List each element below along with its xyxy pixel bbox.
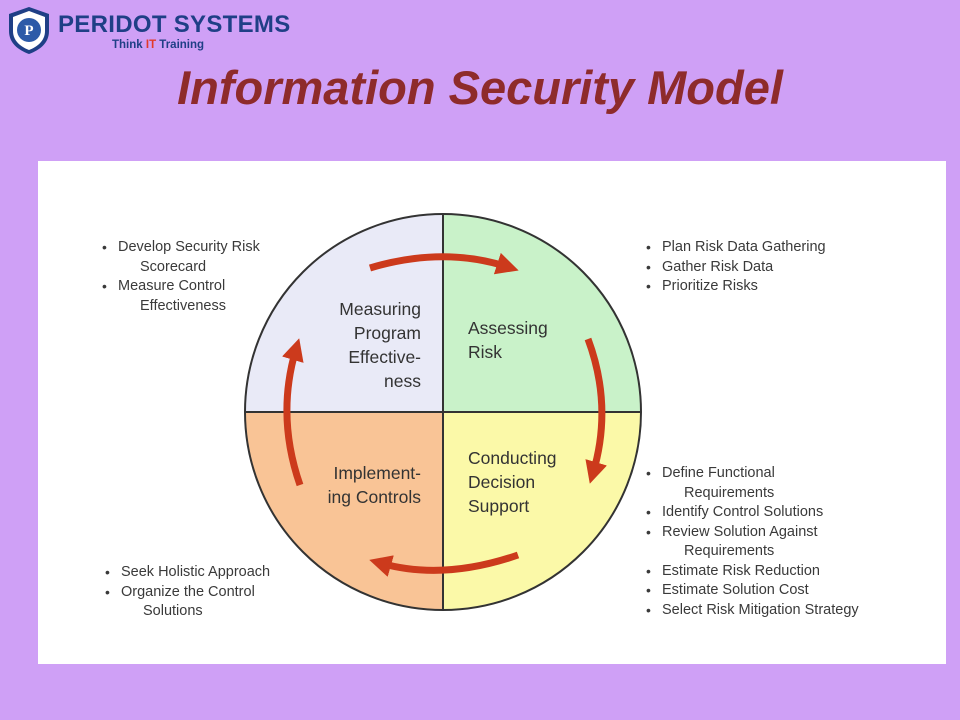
diagram-panel: Measuring Program Effective- ness Assess…: [38, 161, 946, 664]
list-item-text: Seek Holistic Approach: [121, 564, 271, 580]
list-item-text: Develop Security Risk: [118, 239, 260, 255]
list-item: Gather Risk Data: [646, 258, 886, 278]
list-item-text: Measure Control: [118, 278, 226, 294]
list-item-text-cont: Requirements: [684, 543, 775, 559]
brand-tagline: Think IT Training: [112, 39, 204, 51]
list-item-text: Identify Control Solutions: [662, 504, 824, 520]
list-item-text-cont: Requirements: [684, 484, 775, 501]
list-item-text: Estimate Solution Cost: [662, 582, 809, 598]
list-item-text: Select Risk Mitigation Strategy: [662, 601, 859, 618]
cycle-diagram: [244, 213, 642, 611]
list-item: Estimate Risk Reduction: [646, 562, 906, 582]
label-measuring: Measuring Program Effective- ness: [339, 299, 421, 391]
arrow-right: [584, 337, 607, 484]
list-item: Prioritize Risks: [646, 277, 886, 297]
tagline-prefix: Think: [112, 39, 146, 51]
arrow-top: [368, 252, 519, 275]
label-conducting: Conducting Decision Support: [468, 448, 557, 516]
label-implementing: Implement- ing Controls: [327, 463, 421, 507]
list-bottom-left: Seek Holistic Approach Organize the Cont…: [105, 563, 315, 622]
brand-logo: P PERIDOT SYSTEMS Think IT Training: [6, 5, 306, 55]
quadrant-assessing: [443, 214, 641, 412]
list-item: Select Risk Mitigation Strategy: [646, 601, 906, 621]
list-item-text: Define Functional: [662, 465, 775, 481]
logo-letter: P: [24, 23, 33, 39]
list-item: Estimate Solution Cost: [646, 581, 906, 601]
shield-logo-icon: P: [9, 7, 49, 54]
brand-name: PERIDOT SYSTEMS: [58, 11, 291, 38]
list-item-text-cont: Scorecard: [140, 258, 207, 275]
list-item: Plan Risk Data Gathering: [646, 238, 886, 258]
list-item-text: Plan Risk Data Gathering: [662, 239, 826, 255]
list-item-text: Estimate Risk Reduction: [662, 562, 820, 579]
list-item-text: Prioritize Risks: [662, 278, 758, 294]
list-item-text: Gather Risk Data: [662, 258, 774, 275]
list-item-text: Review Solution Against: [662, 523, 818, 540]
list-item-text: Organize the Control: [121, 583, 255, 600]
tagline-suffix: Training: [156, 39, 205, 51]
label-assessing: Assessing Risk: [468, 318, 548, 362]
list-top-right: Plan Risk Data Gathering Gather Risk Dat…: [646, 238, 886, 297]
list-item-text-cont: Solutions: [143, 603, 203, 619]
list-item-text-cont: Effectiveness: [140, 297, 226, 314]
list-item: Identify Control Solutions: [646, 503, 906, 523]
tagline-highlight: IT: [145, 39, 157, 51]
arrow-bottom: [369, 551, 520, 577]
list-item: Seek Holistic Approach: [105, 563, 315, 583]
page-title: Information Security Model: [177, 61, 783, 114]
arrow-left: [282, 338, 304, 487]
